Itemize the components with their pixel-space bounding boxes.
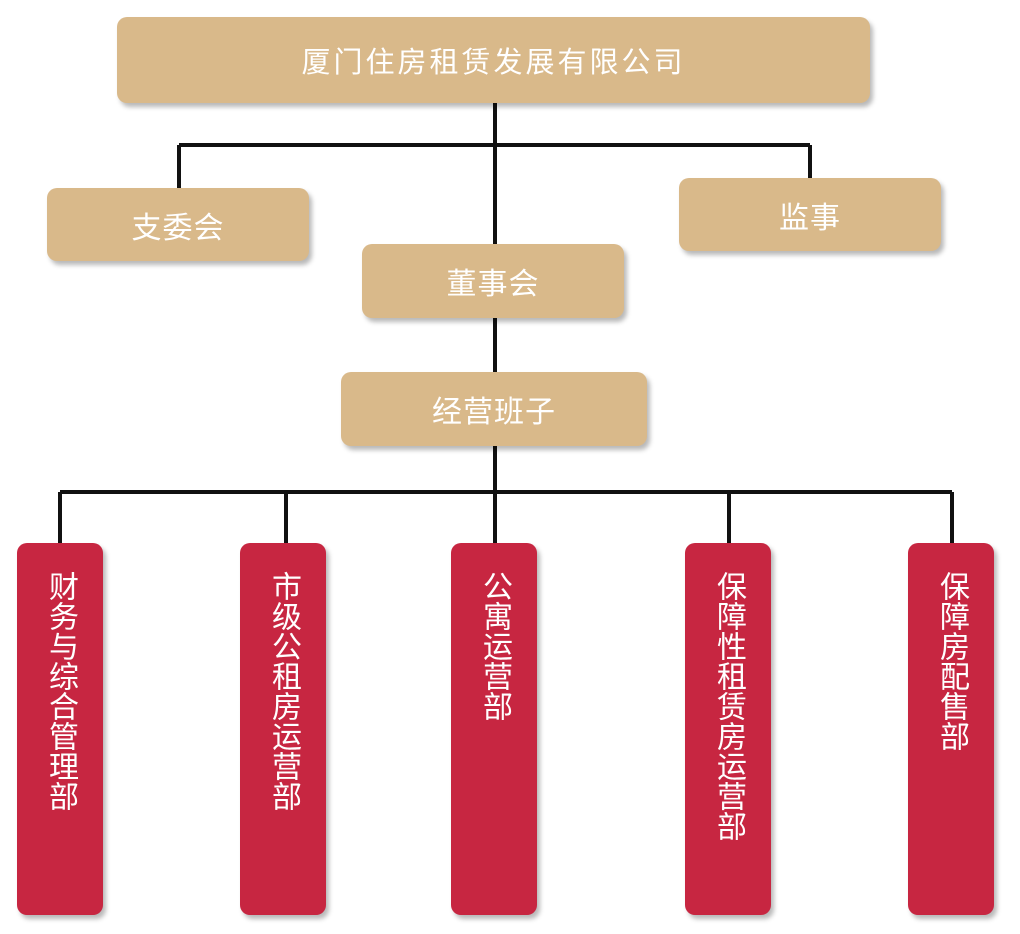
party-committee-label: 支委会 (131, 210, 225, 246)
supervisor-label: 监事 (779, 200, 841, 236)
department-box-3: 公寓运营部 (451, 543, 537, 915)
department-box-5: 保障房配售部 (908, 543, 994, 915)
department-box-1: 财务与综合管理部 (17, 543, 103, 915)
department-box-2: 市级公租房运营部 (240, 543, 326, 915)
management-box: 经营班子 (341, 372, 647, 446)
supervisor-box: 监事 (679, 178, 941, 251)
management-label: 经营班子 (432, 395, 556, 430)
department-label-4: 保障性租赁房运营部 (711, 571, 746, 841)
department-label-2: 市级公租房运营部 (266, 571, 301, 811)
board-label: 董事会 (446, 267, 540, 302)
department-label-5: 保障房配售部 (934, 571, 969, 751)
department-label-3: 公寓运营部 (477, 571, 512, 721)
party-committee-box: 支委会 (47, 188, 309, 261)
root-company-box: 厦门住房租赁发展有限公司 (117, 17, 870, 103)
board-box: 董事会 (362, 244, 624, 318)
department-label-1: 财务与综合管理部 (43, 571, 78, 811)
department-box-4: 保障性租赁房运营部 (685, 543, 771, 915)
root-company-label: 厦门住房租赁发展有限公司 (301, 45, 686, 79)
